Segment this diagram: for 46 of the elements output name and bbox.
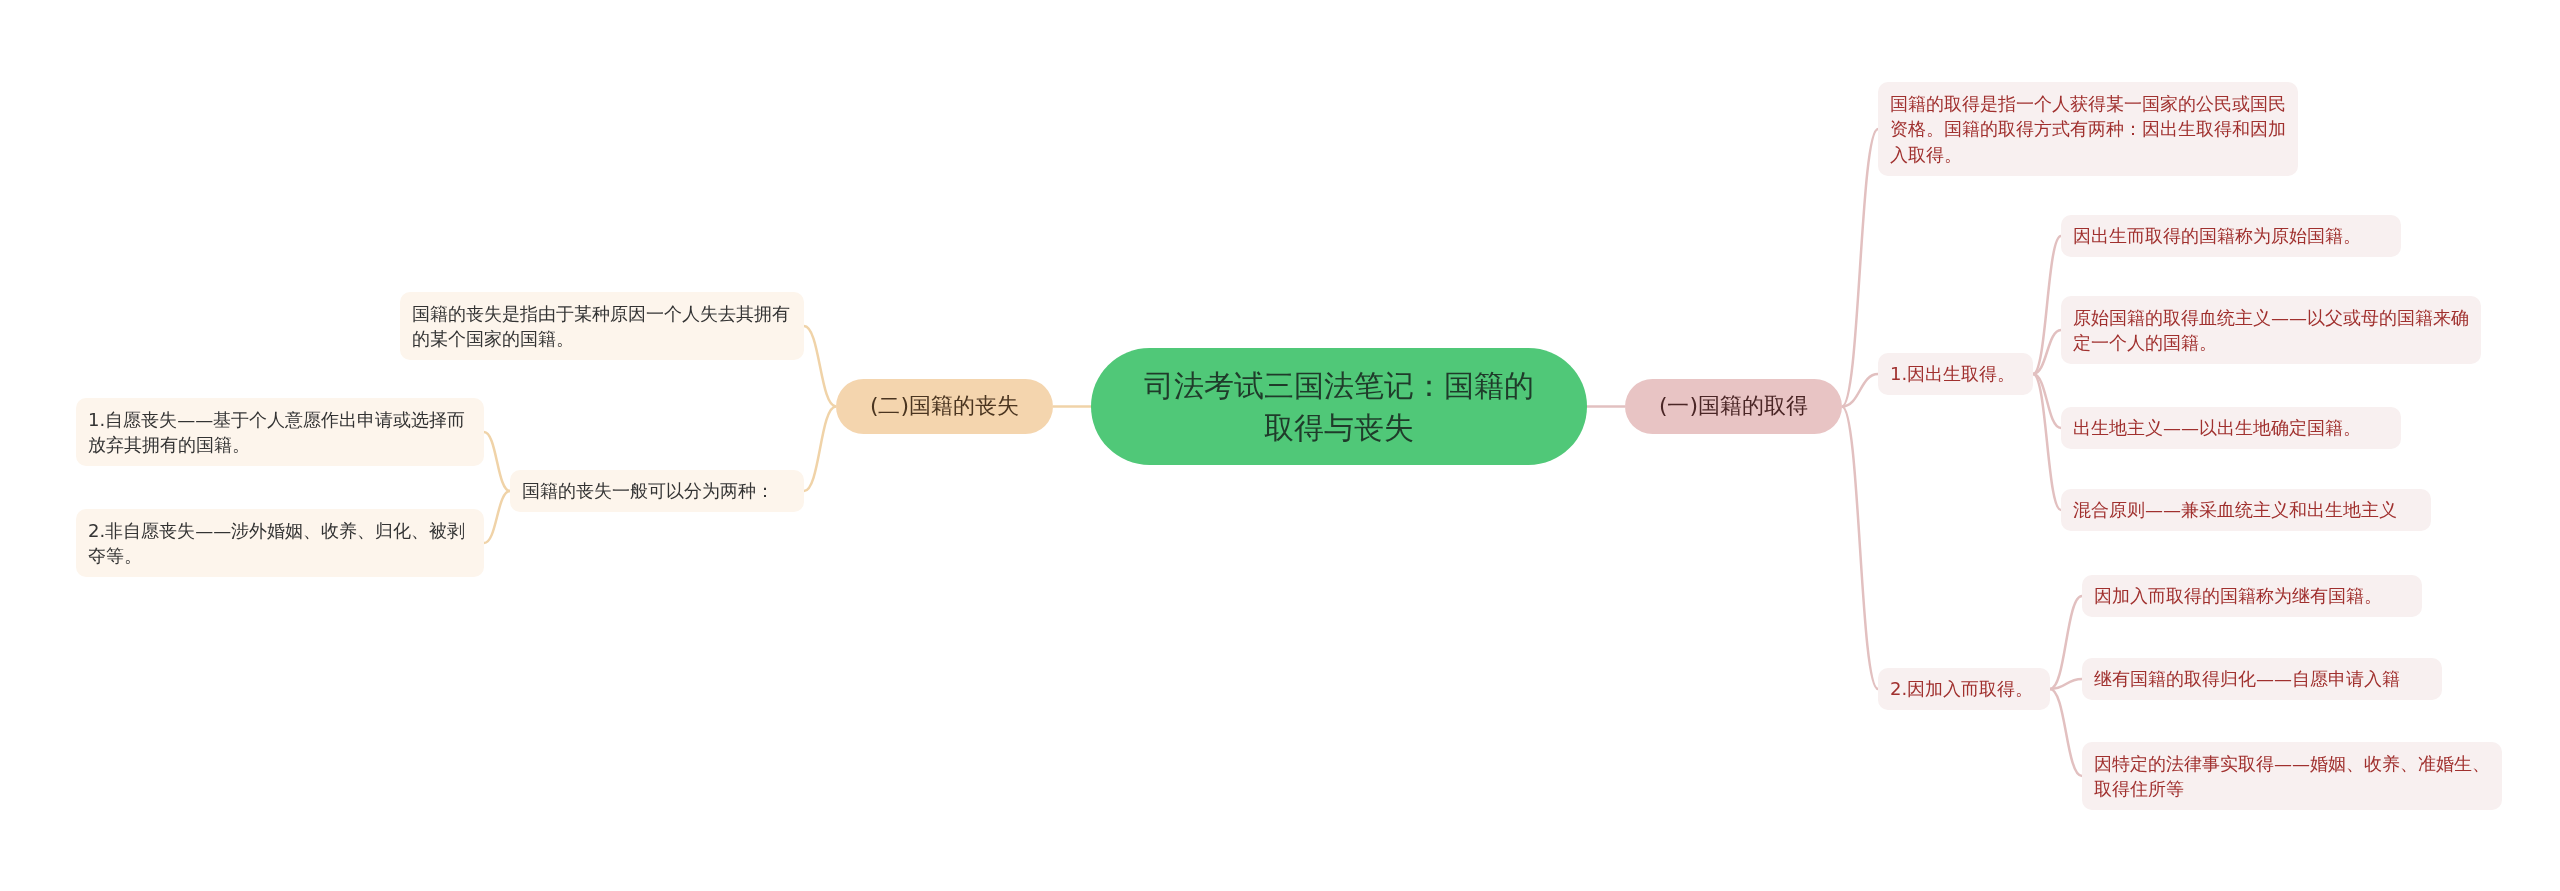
topic-card — [1878, 668, 2050, 710]
topic-card — [510, 470, 804, 512]
topic-text: 混合原则——兼采血统主义和出生地主义 — [2073, 498, 2397, 523]
topic-card — [1878, 82, 2298, 176]
connector-line — [803, 405, 837, 493]
topic-text: (一)国籍的取得 — [1658, 392, 1809, 421]
topic-card — [2082, 742, 2502, 810]
topic-card — [2061, 489, 2431, 531]
topic-card — [2082, 575, 2422, 617]
topic-card — [400, 292, 804, 360]
topic-text: 原始国籍的取得血统主义——以父或母的国籍来确定一个人的国籍。 — [2073, 305, 2469, 355]
topic-card — [2061, 215, 2401, 257]
connector-line — [803, 324, 837, 408]
connector-line — [2032, 373, 2062, 511]
topic-card — [2061, 296, 2481, 364]
topic-text: 1.自愿丧失——基于个人意愿作出申请或选择而放弃其拥有的国籍。 — [88, 407, 467, 457]
topic-card — [2061, 407, 2401, 449]
connector-line — [1841, 372, 1879, 408]
topic-text: 司法考试三国法笔记：国籍的取得与丧失 — [1143, 366, 1535, 447]
connector-line — [2049, 687, 2083, 778]
connector-line — [1053, 405, 1091, 408]
topic-text: (二)国籍的丧失 — [869, 392, 1020, 421]
topic-card — [1878, 353, 2033, 395]
topic-text: 国籍的取得是指一个人获得某一国家的公民或国民资格。国籍的取得方式有两种：因出生取得和因加入取得。 — [1890, 92, 2286, 167]
topic-text: 2.因加入而取得。 — [1890, 677, 2034, 702]
connector-line — [2032, 235, 2062, 375]
topic-text: 国籍的丧失是指由于某种原因一个人失去其拥有的某个国家的国籍。 — [412, 301, 791, 351]
topic-text: 国籍的丧失一般可以分为两种： — [522, 479, 774, 504]
topic-card — [76, 509, 484, 577]
branch-topic — [1625, 379, 1842, 434]
connector-line — [1841, 128, 1879, 408]
connector-line — [483, 430, 511, 493]
topic-card — [2082, 658, 2442, 700]
topic-text: 因出生而取得的国籍称为原始国籍。 — [2073, 224, 2361, 249]
topic-card — [76, 398, 484, 466]
topic-text: 2.非自愿丧失——涉外婚姻、收养、归化、被剥夺等。 — [88, 518, 467, 568]
topic-text: 因加入而取得的国籍称为继有国籍。 — [2094, 584, 2382, 609]
branch-topic — [836, 379, 1053, 434]
connector-line — [2049, 594, 2083, 691]
connector-line — [483, 489, 511, 545]
topic-text: 1.因出生取得。 — [1890, 362, 2016, 387]
connector-line — [1841, 405, 1879, 690]
connector-line — [1587, 405, 1625, 408]
topic-text: 因特定的法律事实取得——婚姻、收养、准婚生、取得住所等 — [2094, 751, 2490, 801]
topic-text: 出生地主义——以出生地确定国籍。 — [2073, 416, 2361, 441]
topic-text: 继有国籍的取得归化——自愿申请入籍 — [2094, 667, 2400, 692]
